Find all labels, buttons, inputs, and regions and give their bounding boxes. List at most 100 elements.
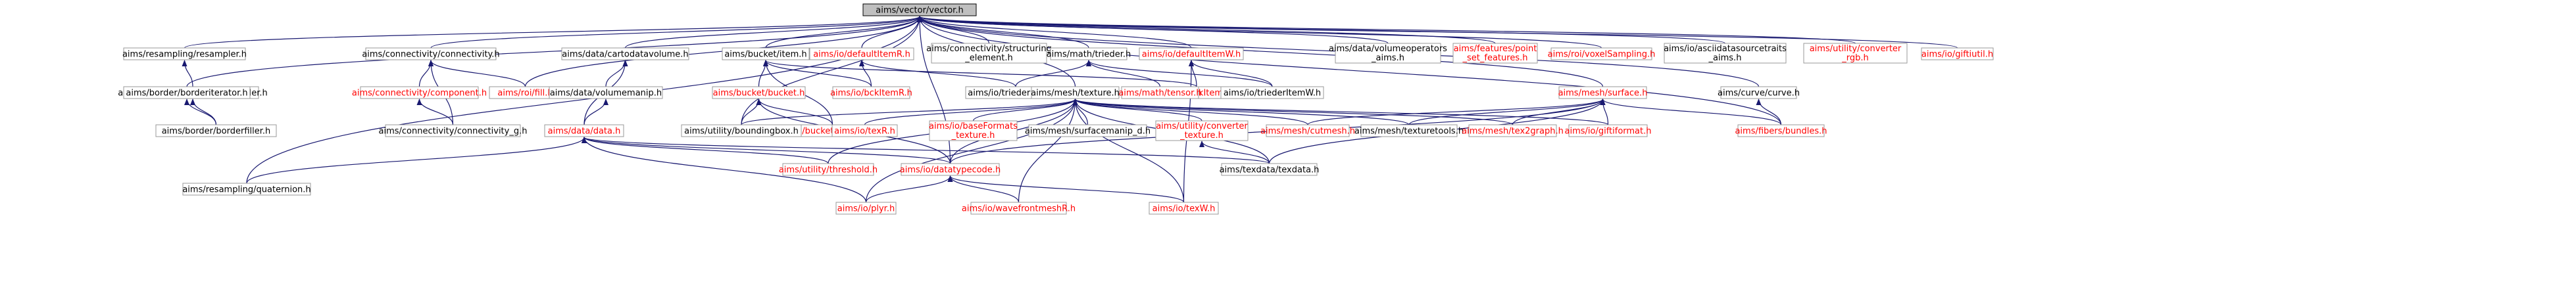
graph-node[interactable]: aims/curve/curve.h <box>1718 86 1800 99</box>
node-box <box>1664 43 1787 64</box>
graph-node[interactable]: aims/data/volumeoperators_aims.h <box>1329 43 1447 64</box>
graph-node[interactable]: aims/resampling/quaternion.h <box>182 183 311 196</box>
dependency-edge <box>582 137 951 164</box>
node-layer: aims/vector/vector.h aims/resampling/resa… <box>118 3 1994 215</box>
graph-node[interactable]: aims/bucket/bucket.h <box>712 86 806 99</box>
dependency-edge <box>1408 99 1606 125</box>
dependency-edge <box>917 16 1856 44</box>
node-label: aims/mesh/texture.h <box>1031 89 1120 99</box>
node-label: aims/math/tensor.h <box>1118 89 1201 99</box>
graph-node[interactable]: aims/features/point_set_features.h <box>1452 43 1538 64</box>
dependency-edge <box>1600 99 1609 125</box>
dependency-edge <box>917 16 951 164</box>
graph-node[interactable]: aims/io/bckItemR.h <box>830 86 912 99</box>
graph-node[interactable]: aims/io/asciidatasourcetraits_aims.h <box>1664 43 1787 64</box>
graph-node[interactable]: aims/border/borderfiller.h <box>155 124 277 137</box>
graph-node[interactable]: aims/io/plyr.h <box>835 202 897 215</box>
graph-node[interactable]: aims/resampling/resampler.h <box>122 47 247 60</box>
graph-node[interactable]: aims/connectivity/connectivity_g.h <box>379 124 528 137</box>
graph-node[interactable]: aims/mesh/tex2graph.h <box>1462 124 1564 137</box>
node-box <box>901 163 1000 176</box>
graph-node[interactable]: aims/utility/threshold.h <box>779 163 878 176</box>
graph-node[interactable]: aims/mesh/texturetools.h <box>1354 124 1464 137</box>
node-label: aims/resampling/resampler.h <box>122 50 247 60</box>
dependency-edge <box>917 16 1958 49</box>
dependency-edge <box>859 60 1016 87</box>
graph-node[interactable]: aims/io/texR.h <box>831 124 898 137</box>
graph-node[interactable]: aims/texdata/texdata.h <box>1220 163 1320 176</box>
graph-node[interactable]: aims/io/triederItemW.h <box>1220 86 1324 99</box>
graph-node[interactable]: aims/mesh/texture.h <box>1031 86 1120 99</box>
graph-node[interactable]: aims/connectivity/connectivity.h <box>362 47 500 60</box>
node-box <box>782 163 874 176</box>
graph-node[interactable]: aims/io/baseFormats_texture.h <box>929 120 1018 141</box>
node-label: aims/io/texW.h <box>1152 204 1216 214</box>
dependency-edge <box>741 99 762 125</box>
node-box <box>123 47 246 60</box>
graph-node[interactable]: aims/border/borderiterator.h <box>123 86 251 99</box>
graph-node[interactable]: aims/data/cartodatavolume.h <box>561 47 689 60</box>
dependency-edge <box>1015 60 1091 87</box>
node-label: aims/io/giftiutil.h <box>1921 50 1993 60</box>
node-box <box>832 86 910 99</box>
graph-node[interactable]: aims/utility/boundingbox.h <box>681 124 802 137</box>
graph-node[interactable]: aims/bucket/item.h <box>722 47 810 60</box>
node-label: aims/vector/vector.h <box>876 6 963 16</box>
dependency-edge <box>864 99 1078 125</box>
node-label: aims/utility/converter <box>1810 44 1902 54</box>
node-label: _texture.h <box>951 131 995 141</box>
node-label: _aims.h <box>1371 53 1404 63</box>
node-box <box>1803 43 1908 64</box>
node-box <box>1266 124 1350 137</box>
dependency-edge <box>865 99 1078 203</box>
graph-node[interactable]: aims/data/data.h <box>544 124 624 137</box>
dependency-edge <box>1756 99 1782 125</box>
node-box <box>544 124 624 137</box>
dependency-edge <box>1072 99 1202 122</box>
graph-node[interactable]: aims/mesh/surfacemanip_d.h <box>1025 124 1151 137</box>
graph-node[interactable]: aims/math/trieder.h <box>1047 47 1131 60</box>
graph-node[interactable]: aims/data/volumemanip.h <box>549 86 663 99</box>
graph-node[interactable]: aims/io/wavefrontmeshR.h <box>962 202 1076 215</box>
node-label: aims/connectivity/structuring <box>926 44 1052 54</box>
node-label: aims/data/data.h <box>548 127 621 137</box>
graph-node[interactable]: aims/connectivity/structuring_element.h <box>926 43 1052 64</box>
node-box <box>1155 120 1249 141</box>
dependency-edge <box>1307 99 1606 125</box>
graph-node[interactable]: aims/io/datatypecode.h <box>900 163 1001 176</box>
graph-node[interactable]: aims/utility/converter_rgb.h <box>1803 43 1908 64</box>
node-box <box>970 202 1067 215</box>
node-box <box>123 86 251 99</box>
node-label: aims/io/baseFormats <box>929 122 1018 131</box>
node-box <box>862 3 977 16</box>
node-label: aims/bucket/item.h <box>724 50 806 60</box>
graph-node[interactable]: aims/fibers/bundles.h <box>1735 124 1827 137</box>
root-node: aims/vector/vector.h <box>862 3 977 16</box>
graph-node[interactable]: aims/io/defaultItemW.h <box>1139 47 1244 60</box>
node-label: aims/border/borderfiller.h <box>162 127 271 137</box>
graph-node[interactable]: aims/io/texW.h <box>1149 202 1219 215</box>
graph-node[interactable]: aims/io/giftiformat.h <box>1564 124 1652 137</box>
graph-node[interactable]: aims/math/tensor.h <box>1118 86 1202 99</box>
dependency-edge <box>184 16 922 49</box>
node-box <box>1568 124 1648 137</box>
dependency-edge <box>763 60 872 87</box>
dependency-edge <box>430 16 922 49</box>
dependency-edge <box>624 16 922 49</box>
graph-node[interactable]: aims/roi/voxelSampling.h <box>1548 47 1656 60</box>
node-box <box>1031 86 1120 99</box>
node-box <box>182 183 311 196</box>
node-box <box>385 124 521 137</box>
node-box <box>1050 47 1127 60</box>
graph-node[interactable]: aims/mesh/surface.h <box>1558 86 1648 99</box>
dependency-edge <box>917 16 1192 49</box>
node-box <box>1921 47 1994 60</box>
graph-node[interactable]: aims/connectivity/component.h <box>352 86 487 99</box>
graph-node[interactable]: aims/mesh/cutmesh.h <box>1260 124 1355 137</box>
graph-node[interactable]: aims/utility/converter_texture.h <box>1155 120 1249 141</box>
graph-node[interactable]: aims/io/giftiutil.h <box>1921 47 1994 60</box>
graph-node[interactable]: aims/io/defaultItemR.h <box>809 47 914 60</box>
node-box <box>360 86 479 99</box>
dependency-edge <box>582 137 829 164</box>
